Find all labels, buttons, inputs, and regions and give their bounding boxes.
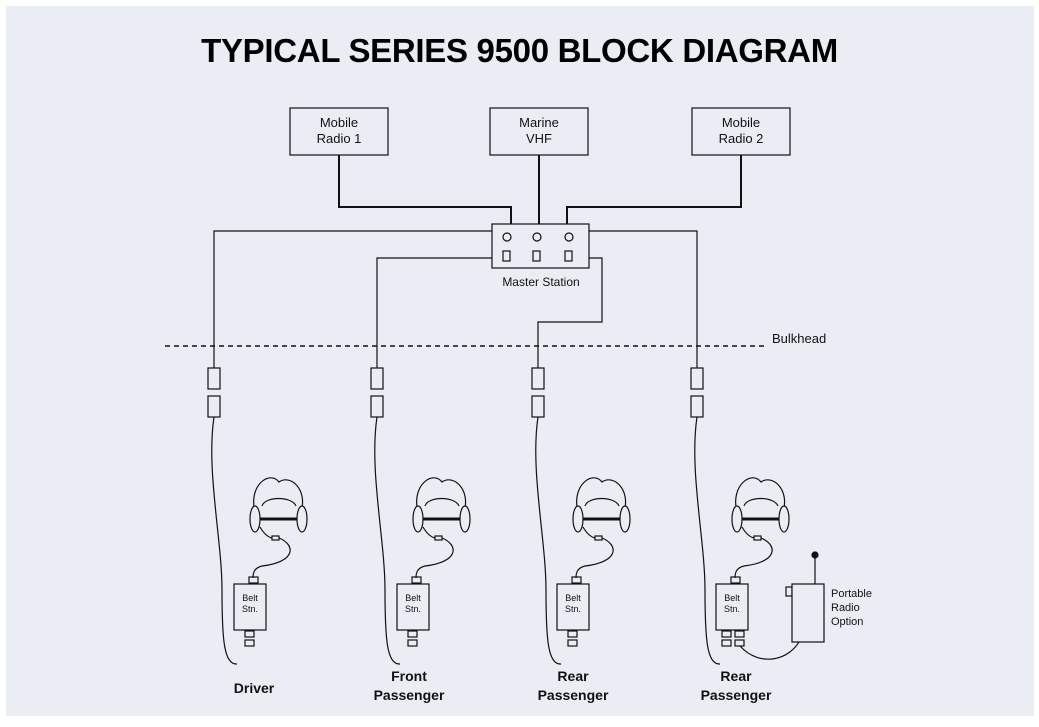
radio-1-line2: Radio 1 — [317, 131, 362, 146]
radio-2-line2: VHF — [526, 131, 552, 146]
position-label-front-passenger: Passenger — [374, 687, 445, 703]
radio-2-line1: Marine — [519, 115, 559, 130]
portable-radio: Portable Radio Option — [785, 551, 872, 643]
radio-1-line1: Mobile — [320, 115, 358, 130]
position-label-front-passenger: Front — [391, 668, 427, 684]
belt-station-label: Belt — [405, 593, 421, 603]
master-station: Master Station — [491, 223, 590, 289]
position-label-rear-passenger: Passenger — [701, 687, 772, 703]
belt-station-label: Stn. — [724, 604, 740, 614]
master-station-label: Master Station — [502, 275, 579, 289]
portable-radio-label: Option — [831, 616, 863, 628]
belt-station-label: Stn. — [405, 604, 421, 614]
belt-station-label: Belt — [724, 593, 740, 603]
position-label-rear-passenger: Rear — [720, 668, 752, 684]
position-label-rear-passenger: Passenger — [538, 687, 609, 703]
driver-station: Belt Stn. Driver — [211, 416, 308, 696]
portable-radio-label: Radio — [831, 602, 860, 614]
radio-wires — [338, 155, 742, 224]
radio-box-3: Mobile Radio 2 — [691, 107, 791, 156]
radio-box-2: Marine VHF — [489, 107, 589, 156]
diagram-title: TYPICAL SERIES 9500 BLOCK DIAGRAM — [201, 32, 838, 69]
radio-3-line2: Radio 2 — [719, 131, 764, 146]
headset-icon — [731, 477, 790, 541]
seat-wires — [213, 230, 698, 368]
rear-passenger-station-1: Belt Stn. Rear Passenger — [535, 416, 631, 703]
bulkhead-label: Bulkhead — [772, 331, 826, 346]
radio-3-line1: Mobile — [722, 115, 760, 130]
belt-station-label: Stn. — [565, 604, 581, 614]
radio-box-1: Mobile Radio 1 — [289, 107, 389, 156]
rear-passenger-station-2: Belt Stn. Portable Radio Option Rear Pas… — [694, 416, 872, 703]
connectors — [207, 367, 704, 418]
portable-radio-label: Portable — [831, 588, 872, 600]
position-label-rear-passenger: Rear — [557, 668, 589, 684]
belt-station-label: Stn. — [242, 604, 258, 614]
position-label-driver: Driver — [234, 680, 275, 696]
headset-icon — [412, 477, 471, 541]
headset-icon — [572, 477, 631, 541]
belt-station-label: Belt — [565, 593, 581, 603]
front-passenger-station: Belt Stn. Front Passenger — [374, 416, 471, 703]
headset-icon — [249, 477, 308, 541]
belt-station-label: Belt — [242, 593, 258, 603]
